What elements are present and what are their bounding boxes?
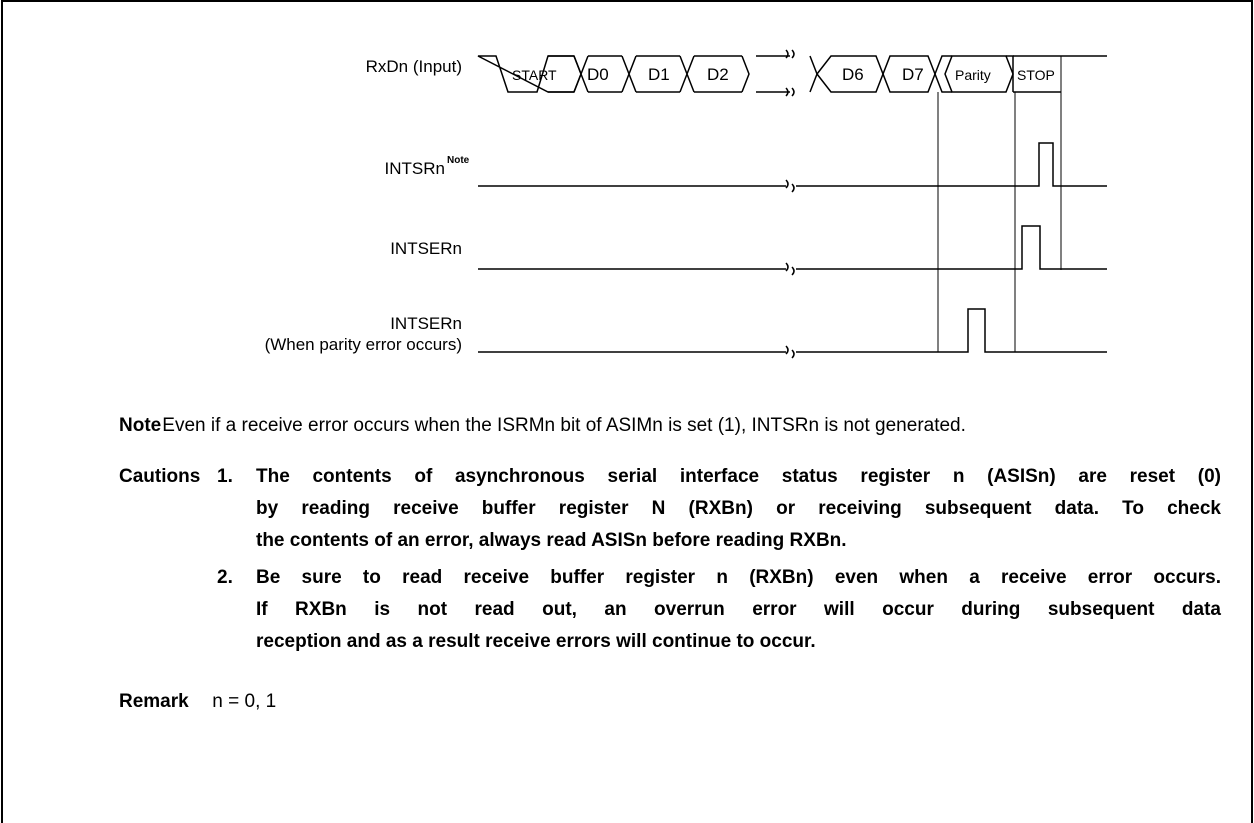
caution-2-number: 2. bbox=[217, 567, 233, 588]
field-label-parity: Parity bbox=[955, 67, 991, 83]
signal-label-intser-parity: INTSERn bbox=[390, 314, 462, 333]
field-label-d7: D7 bbox=[902, 65, 924, 84]
remark-keyword: Remark bbox=[119, 691, 189, 712]
remark-text: n = 0, 1 bbox=[212, 691, 277, 712]
field-label-d0: D0 bbox=[587, 65, 609, 84]
note: Note Even if a receive error occurs when… bbox=[119, 415, 966, 438]
field-label-start: START bbox=[512, 67, 557, 83]
field-label-d6: D6 bbox=[842, 65, 864, 84]
rxd-waveform bbox=[477, 49, 1107, 97]
signal-label-intser-parity-condition: (When parity error occurs) bbox=[265, 335, 462, 354]
signal-label-intsr: INTSRn bbox=[385, 159, 445, 178]
reference-lines bbox=[937, 56, 1062, 352]
caution-2-line-1: Be sure to read receive buffer register … bbox=[256, 567, 1221, 588]
caution-2-line-3: reception and as a result receive errors… bbox=[256, 631, 816, 652]
caution-1-line-1: The contents of asynchronous serial inte… bbox=[256, 466, 1221, 487]
field-label-d1: D1 bbox=[648, 65, 670, 84]
remark: Remark n = 0, 1 bbox=[119, 691, 276, 714]
field-label-stop: STOP bbox=[1017, 67, 1055, 83]
intser-parity-waveform bbox=[478, 308, 1107, 359]
cautions-keyword: Cautions bbox=[119, 466, 201, 487]
signal-label-intsr-superscript: Note bbox=[447, 155, 470, 166]
field-label-d2: D2 bbox=[707, 65, 729, 84]
timing-diagram: RxDn (Input) INTSRn Note INTSERn INTSERn… bbox=[265, 49, 1107, 359]
note-keyword: Note bbox=[119, 415, 162, 436]
signal-label-rxd: RxDn (Input) bbox=[366, 57, 462, 76]
note-text: Even if a receive error occurs when the … bbox=[162, 415, 966, 436]
caution-1-line-2: by reading receive buffer register N (RX… bbox=[256, 498, 1221, 519]
caution-1-line-3: the contents of an error, always read AS… bbox=[256, 530, 847, 551]
intsr-waveform bbox=[478, 142, 1107, 193]
caution-2-line-2: If RXBn is not read out, an overrun erro… bbox=[256, 599, 1221, 620]
intser-waveform bbox=[478, 225, 1107, 276]
caution-1-number: 1. bbox=[217, 466, 233, 487]
signal-label-intser: INTSERn bbox=[390, 239, 462, 258]
